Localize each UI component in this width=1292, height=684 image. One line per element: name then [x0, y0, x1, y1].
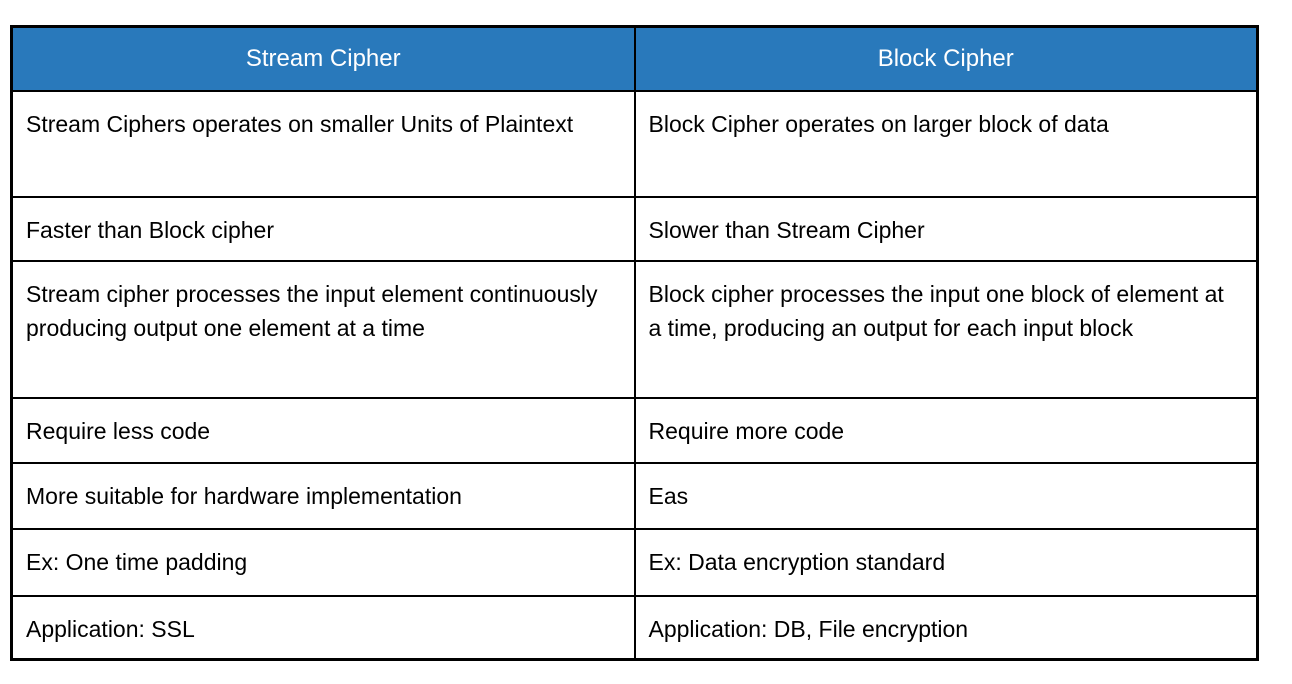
cipher-comparison-table: Stream Cipher Block Cipher Stream Cipher…: [10, 25, 1259, 661]
table-row: More suitable for hardware implementatio…: [10, 461, 1259, 530]
table-cell-block: Eas: [633, 461, 1259, 530]
table-cell-block: Application: DB, File encryption: [633, 594, 1259, 661]
table-cell-stream: Faster than Block cipher: [10, 195, 636, 262]
table-cell-block: Block cipher processes the input one blo…: [633, 259, 1259, 399]
table-cell-block: Slower than Stream Cipher: [633, 195, 1259, 262]
table-cell-stream: Ex: One time padding: [10, 527, 636, 597]
table-cell-block: Block Cipher operates on larger block of…: [633, 89, 1259, 198]
table-row: Stream Ciphers operates on smaller Units…: [10, 89, 1259, 198]
table-cell-stream: Require less code: [10, 396, 636, 464]
header-row: Stream Cipher Block Cipher: [10, 25, 1259, 92]
table-row: Stream cipher processes the input elemen…: [10, 259, 1259, 399]
table-cell-stream: Stream cipher processes the input elemen…: [10, 259, 636, 399]
table-cell-block: Ex: Data encryption standard: [633, 527, 1259, 597]
table-cell-stream: More suitable for hardware implementatio…: [10, 461, 636, 530]
table-cell-stream: Stream Ciphers operates on smaller Units…: [10, 89, 636, 198]
header-cell-stream-cipher: Stream Cipher: [10, 25, 636, 92]
table-row: Application: SSL Application: DB, File e…: [10, 594, 1259, 661]
table-row: Ex: One time padding Ex: Data encryption…: [10, 527, 1259, 597]
table-row: Faster than Block cipher Slower than Str…: [10, 195, 1259, 262]
table-row: Require less code Require more code: [10, 396, 1259, 464]
table-cell-block: Require more code: [633, 396, 1259, 464]
header-cell-block-cipher: Block Cipher: [633, 25, 1259, 92]
table-cell-stream: Application: SSL: [10, 594, 636, 661]
